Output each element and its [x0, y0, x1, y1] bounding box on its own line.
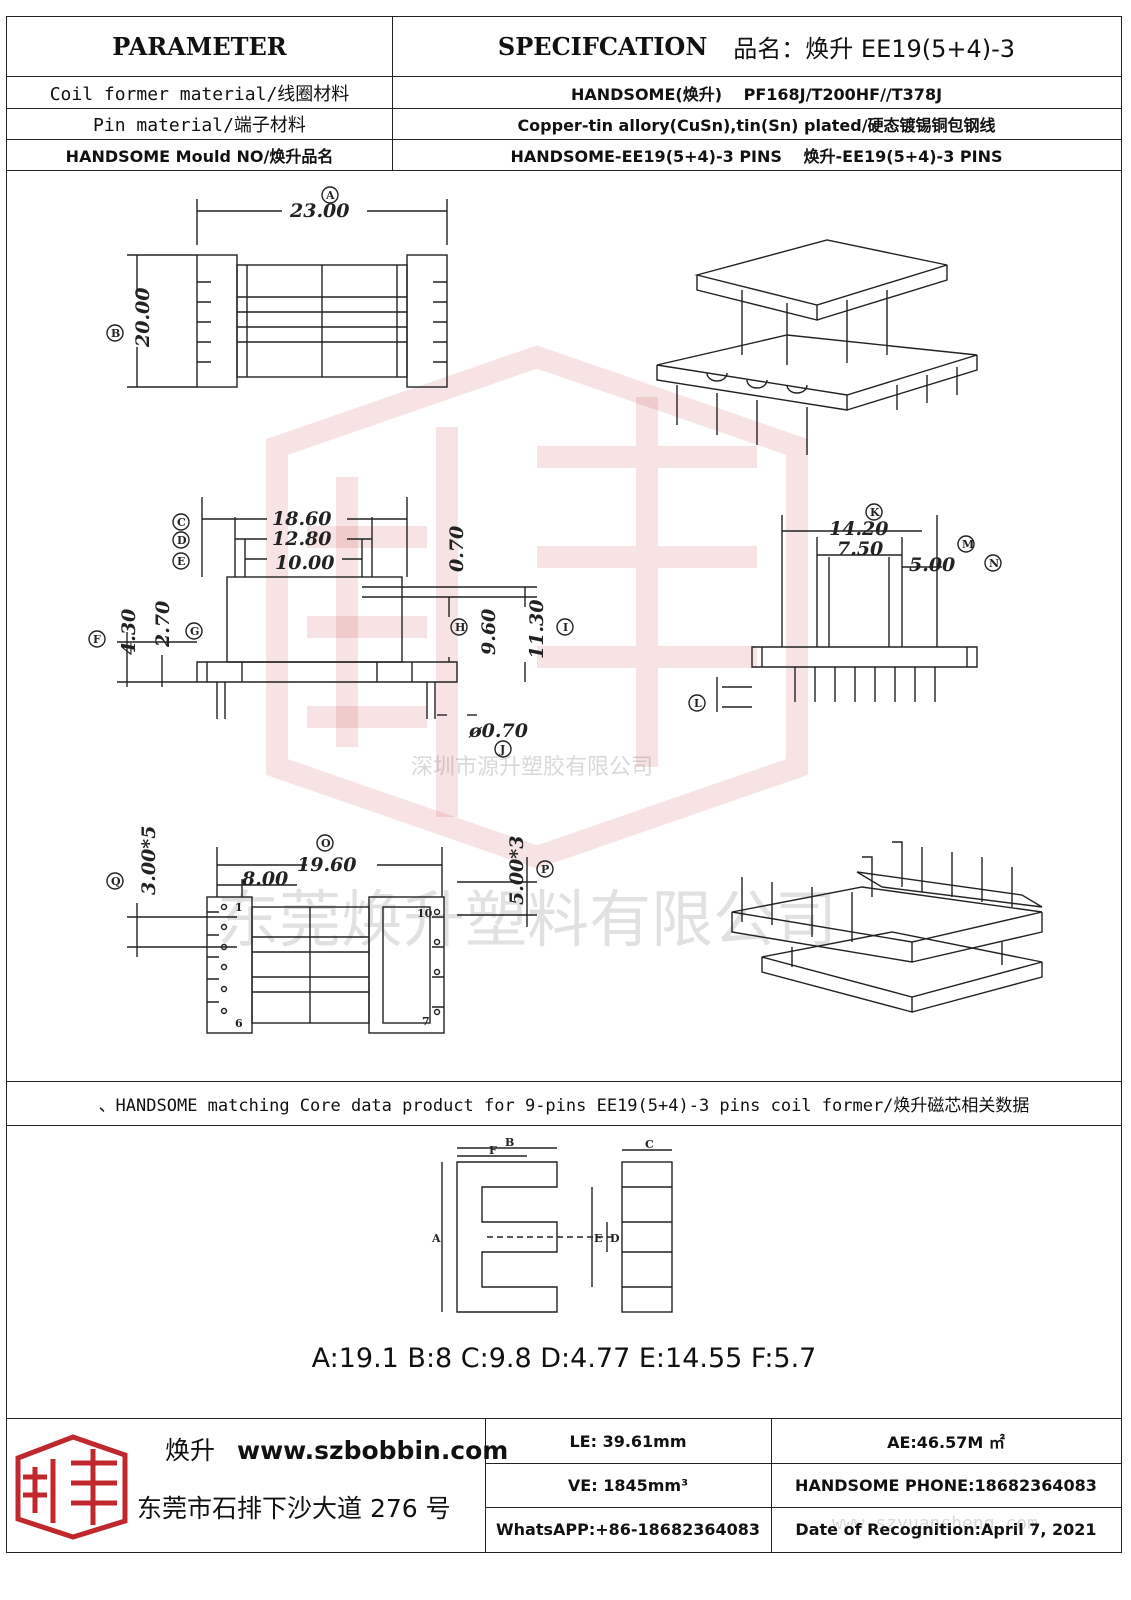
- isometric-view-2: [731, 841, 1043, 1013]
- ae-value: AE:46.57M ㎡: [887, 1433, 1005, 1452]
- core-label-a: A: [431, 1232, 441, 1245]
- dim-c-text: 18.60: [272, 508, 332, 530]
- circle-label-l: L: [694, 697, 702, 710]
- specification-title: SPECIFCATION: [497, 32, 708, 61]
- param-label: Coil former material/线圈材料: [49, 83, 350, 105]
- dim-b-text: 20.00: [132, 288, 154, 349]
- phone-value: HANDSOME PHONE:18682364083: [795, 1475, 1097, 1495]
- spec-sheet: PARAMETER SPECIFCATION 品名：焕升 EE19(5+4)-3…: [6, 16, 1122, 1553]
- circle-label-o: O: [321, 837, 331, 850]
- param-value: HANDSOME(焕升) PF168J/T200HF//T378J: [570, 84, 943, 104]
- ve-value: VE: 1845mm³: [567, 1475, 689, 1495]
- dim-k-text: 14.20: [829, 518, 889, 540]
- front-view-drawing: 18.60 12.80 10.00 0.70 9.60 11.30 4.30 2…: [88, 497, 574, 758]
- brand-logo: [15, 1434, 128, 1540]
- dim-d-text: 12.80: [272, 528, 332, 550]
- product-name: 品名：焕升 EE19(5+4)-3: [733, 35, 1016, 63]
- dim-h-text: 9.60: [478, 609, 500, 655]
- core-values: A:19.1 B:8 C:9.8 D:4.77 E:14.55 F:5.7: [311, 1343, 817, 1374]
- dim-o-text: 19.60: [297, 854, 357, 876]
- dim-g-text: 2.70: [152, 601, 174, 648]
- isometric-view-1: [656, 239, 978, 455]
- parameter-header: PARAMETER: [112, 32, 287, 61]
- dim-a-text: 23.00: [289, 200, 350, 222]
- core-title: 、HANDSOME matching Core data product for…: [98, 1096, 1030, 1116]
- dim-q-text: 3.00*5: [138, 826, 160, 895]
- footer-brand: 焕升 www.szbobbin.com: [165, 1431, 508, 1467]
- core-label-e: E: [594, 1232, 602, 1245]
- circle-label-i: I: [563, 621, 568, 634]
- dim-m-text: 5.00: [909, 554, 955, 576]
- bottom-view-drawing: 19.60 8.00 3.00*5 5.00*3 1 6 10 7 O P Q: [106, 826, 554, 1034]
- header-row: PARAMETER SPECIFCATION 品名：焕升 EE19(5+4)-3: [7, 17, 1121, 77]
- whatsapp-value: WhatsAPP:+86-18682364083: [495, 1519, 760, 1539]
- dim-gap-text: 0.70: [446, 526, 468, 572]
- core-label-d: D: [610, 1232, 620, 1245]
- top-view-drawing: 23.00 20.00 A B: [106, 186, 448, 388]
- circle-label-a: A: [325, 189, 335, 202]
- circle-label-j: J: [499, 743, 505, 756]
- dim-f-text: 4.30: [118, 609, 140, 655]
- core-label-f: F: [489, 1144, 497, 1157]
- param-row-coil: Coil former material/线圈材料 HANDSOME(焕升) P…: [7, 77, 1121, 109]
- dim-e-text: 10.00: [275, 552, 335, 574]
- footer-address: 东莞市石排下沙大道 276 号: [137, 1494, 451, 1523]
- param-row-mould: HANDSOME Mould NO/焕升品名 HANDSOME-EE19(5+4…: [7, 140, 1121, 171]
- dim-o2-text: 8.00: [241, 868, 288, 890]
- circle-label-p: P: [541, 863, 549, 876]
- watermark-site: www.szyuansheng.com: [832, 1513, 1038, 1534]
- side-view-drawing: 14.20 7.50 5.00 K L M N: [688, 503, 1002, 712]
- brand-website: www.szbobbin.com: [236, 1436, 509, 1465]
- param-value: HANDSOME-EE19(5+4)-3 PINS 焕升-EE19(5+4)-3…: [510, 147, 1003, 166]
- circle-label-n: N: [989, 557, 999, 570]
- specification-header: SPECIFCATION 品名：焕升 EE19(5+4)-3: [392, 17, 1121, 76]
- param-label: HANDSOME Mould NO/焕升品名: [65, 147, 334, 166]
- dim-l-top-text: 7.50: [837, 538, 883, 560]
- core-label-c: C: [645, 1138, 654, 1151]
- core-drawing: B F A C D E: [431, 1136, 673, 1313]
- date-value: Date of Recognition:April 7, 2021: [795, 1519, 1097, 1539]
- core-label-b: B: [505, 1136, 514, 1149]
- footer: 焕升 www.szbobbin.com 东莞市石排下沙大道 276 号 LE: …: [7, 1418, 1121, 1552]
- circle-label-k: K: [870, 506, 880, 519]
- dim-i-text: 11.30: [526, 600, 548, 660]
- dim-p-text: 5.00*3: [506, 836, 528, 905]
- param-label: Pin material/端子材料: [93, 115, 306, 136]
- circle-label-h: H: [455, 621, 465, 634]
- core-title-row: 、HANDSOME matching Core data product for…: [7, 1081, 1121, 1126]
- circle-label-b: B: [111, 327, 120, 340]
- pin-label-1: 1: [235, 901, 243, 914]
- circle-label-m: M: [962, 538, 974, 551]
- pin-label-10: 10: [417, 907, 433, 920]
- circle-label-e: E: [177, 555, 185, 568]
- circle-label-f: F: [93, 633, 101, 646]
- pin-label-6: 6: [235, 1017, 243, 1030]
- circle-label-q: Q: [111, 875, 121, 888]
- param-row-pin: Pin material/端子材料 Copper-tin allory(CuSn…: [7, 109, 1121, 140]
- circle-label-c: C: [177, 516, 186, 529]
- le-value: LE: 39.61mm: [569, 1431, 687, 1451]
- dim-j-text: ø0.70: [468, 720, 528, 742]
- pin-label-7: 7: [422, 1015, 430, 1028]
- param-value: Copper-tin allory(CuSn),tin(Sn) plated/硬…: [517, 116, 996, 135]
- watermark-company-cn: 深圳市源升塑胶有限公司: [411, 755, 654, 780]
- brand-name: 焕升: [165, 1436, 216, 1465]
- circle-label-g: G: [190, 625, 199, 638]
- circle-label-d: D: [177, 534, 187, 547]
